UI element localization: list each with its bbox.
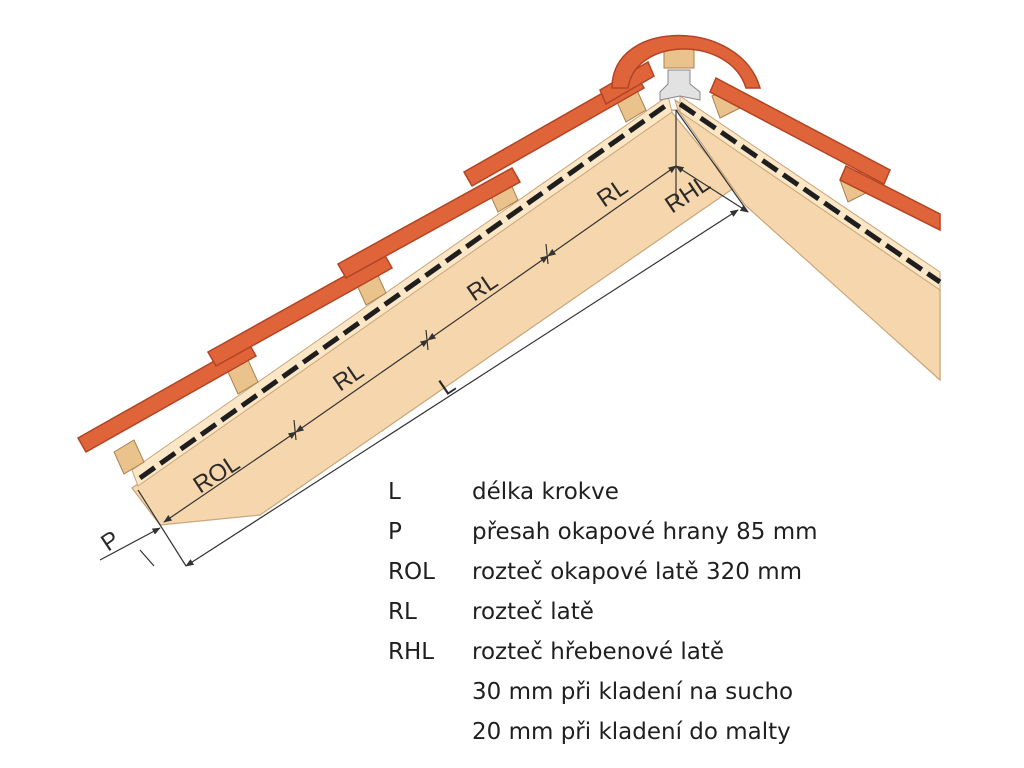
legend-desc: rozteč latě <box>472 599 594 625</box>
legend-row: P přesah okapové hrany 85 mm <box>388 512 818 552</box>
legend-desc: délka krokve <box>472 479 619 505</box>
legend-desc: rozteč hřebenové latě <box>472 639 725 665</box>
legend-abbr: P <box>388 519 402 545</box>
dimension-lines <box>99 109 749 567</box>
left-rafter <box>131 109 941 526</box>
legend-row: RHL rozteč hřebenové latě <box>388 632 818 672</box>
ridge-tile <box>611 34 761 89</box>
legend-abbr: RHL <box>388 639 435 665</box>
legend-row: 30 mm při kladení na sucho <box>388 672 818 712</box>
legend-row: ROL rozteč okapové latě 320 mm <box>388 552 818 592</box>
legend-abbr: ROL <box>388 559 435 585</box>
legend-row: 20 mm při kladení do malty <box>388 712 818 752</box>
legend-desc: 30 mm při kladení na sucho <box>472 679 794 705</box>
legend-row: RL rozteč latě <box>388 592 818 632</box>
right-roof-tiles <box>709 76 941 232</box>
p-label: P <box>96 526 124 557</box>
legend-desc: 20 mm při kladení do malty <box>472 719 791 745</box>
legend-row: L délka krokve <box>388 472 818 512</box>
legend-abbr: L <box>388 479 401 505</box>
legend-abbr: RL <box>388 599 417 625</box>
legend-desc: přesah okapové hrany 85 mm <box>472 519 818 545</box>
ridge-holder <box>659 69 701 101</box>
right-membrane <box>678 101 942 285</box>
legend: L délka krokve P přesah okapové hrany 85… <box>388 472 818 752</box>
legend-desc: rozteč okapové latě 320 mm <box>472 559 803 585</box>
